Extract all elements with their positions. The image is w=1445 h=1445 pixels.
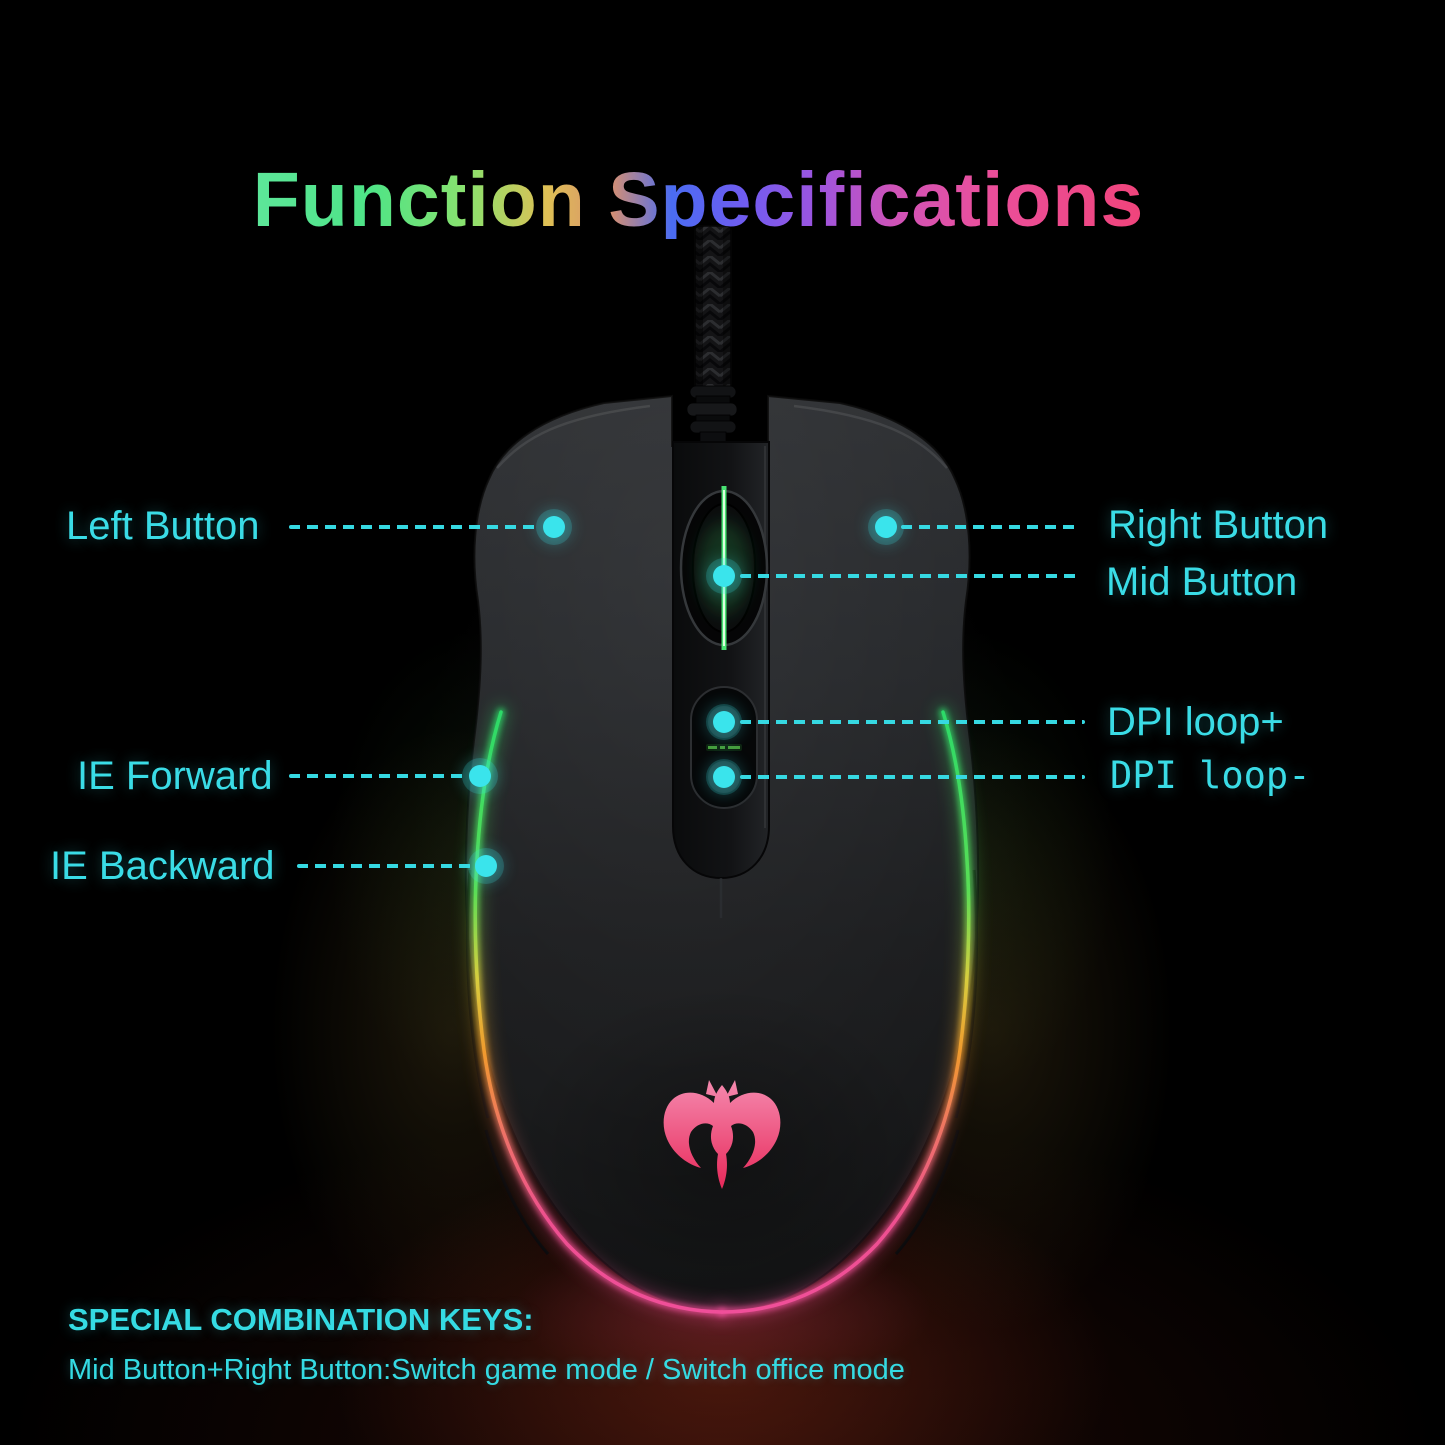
callout-left-button-dot — [543, 516, 565, 538]
callout-mid-button-line — [740, 574, 1077, 578]
callout-dpi-plus-dot — [713, 711, 735, 733]
rgb-light-strip-right — [714, 704, 977, 1320]
callout-dpi-plus-line — [740, 720, 1085, 724]
cable-strain-relief — [686, 385, 738, 447]
callout-dpi-plus-label: DPI loop+ — [1107, 700, 1284, 744]
callout-mid-button-dot — [713, 565, 735, 587]
rgb-light-strip-left — [467, 704, 730, 1320]
callout-ie-forward-label: IE Forward — [77, 754, 273, 798]
bat-logo-icon — [663, 1080, 781, 1189]
page-title-text: Function Specifications — [252, 157, 1145, 243]
callout-dpi-minus-line — [740, 775, 1085, 779]
braided-cable — [686, 225, 738, 447]
callout-left-button-line — [289, 525, 541, 529]
footer-description: Mid Button+Right Button:Switch game mode… — [68, 1354, 905, 1386]
callout-ie-forward-line — [289, 774, 465, 778]
callout-right-button-dot — [875, 516, 897, 538]
callout-mid-button-label: Mid Button — [1106, 560, 1298, 604]
callout-dpi-minus-dot — [713, 766, 735, 788]
callout-left-button-label: Left Button — [66, 504, 260, 548]
page-title: Function Specifications — [0, 162, 1421, 239]
callout-right-button-label: Right Button — [1108, 503, 1329, 547]
callout-ie-backward-dot — [475, 855, 497, 877]
callout-ie-backward-line — [297, 864, 471, 868]
callout-right-button-line — [901, 525, 1077, 529]
callout-ie-backward-label: IE Backward — [50, 844, 275, 888]
dpi-button-cluster — [690, 686, 758, 809]
callout-ie-forward-dot — [469, 765, 491, 787]
footer-heading: SPECIAL COMBINATION KEYS: — [68, 1302, 534, 1337]
callout-dpi-minus-label: DPI loop- — [1110, 754, 1311, 797]
